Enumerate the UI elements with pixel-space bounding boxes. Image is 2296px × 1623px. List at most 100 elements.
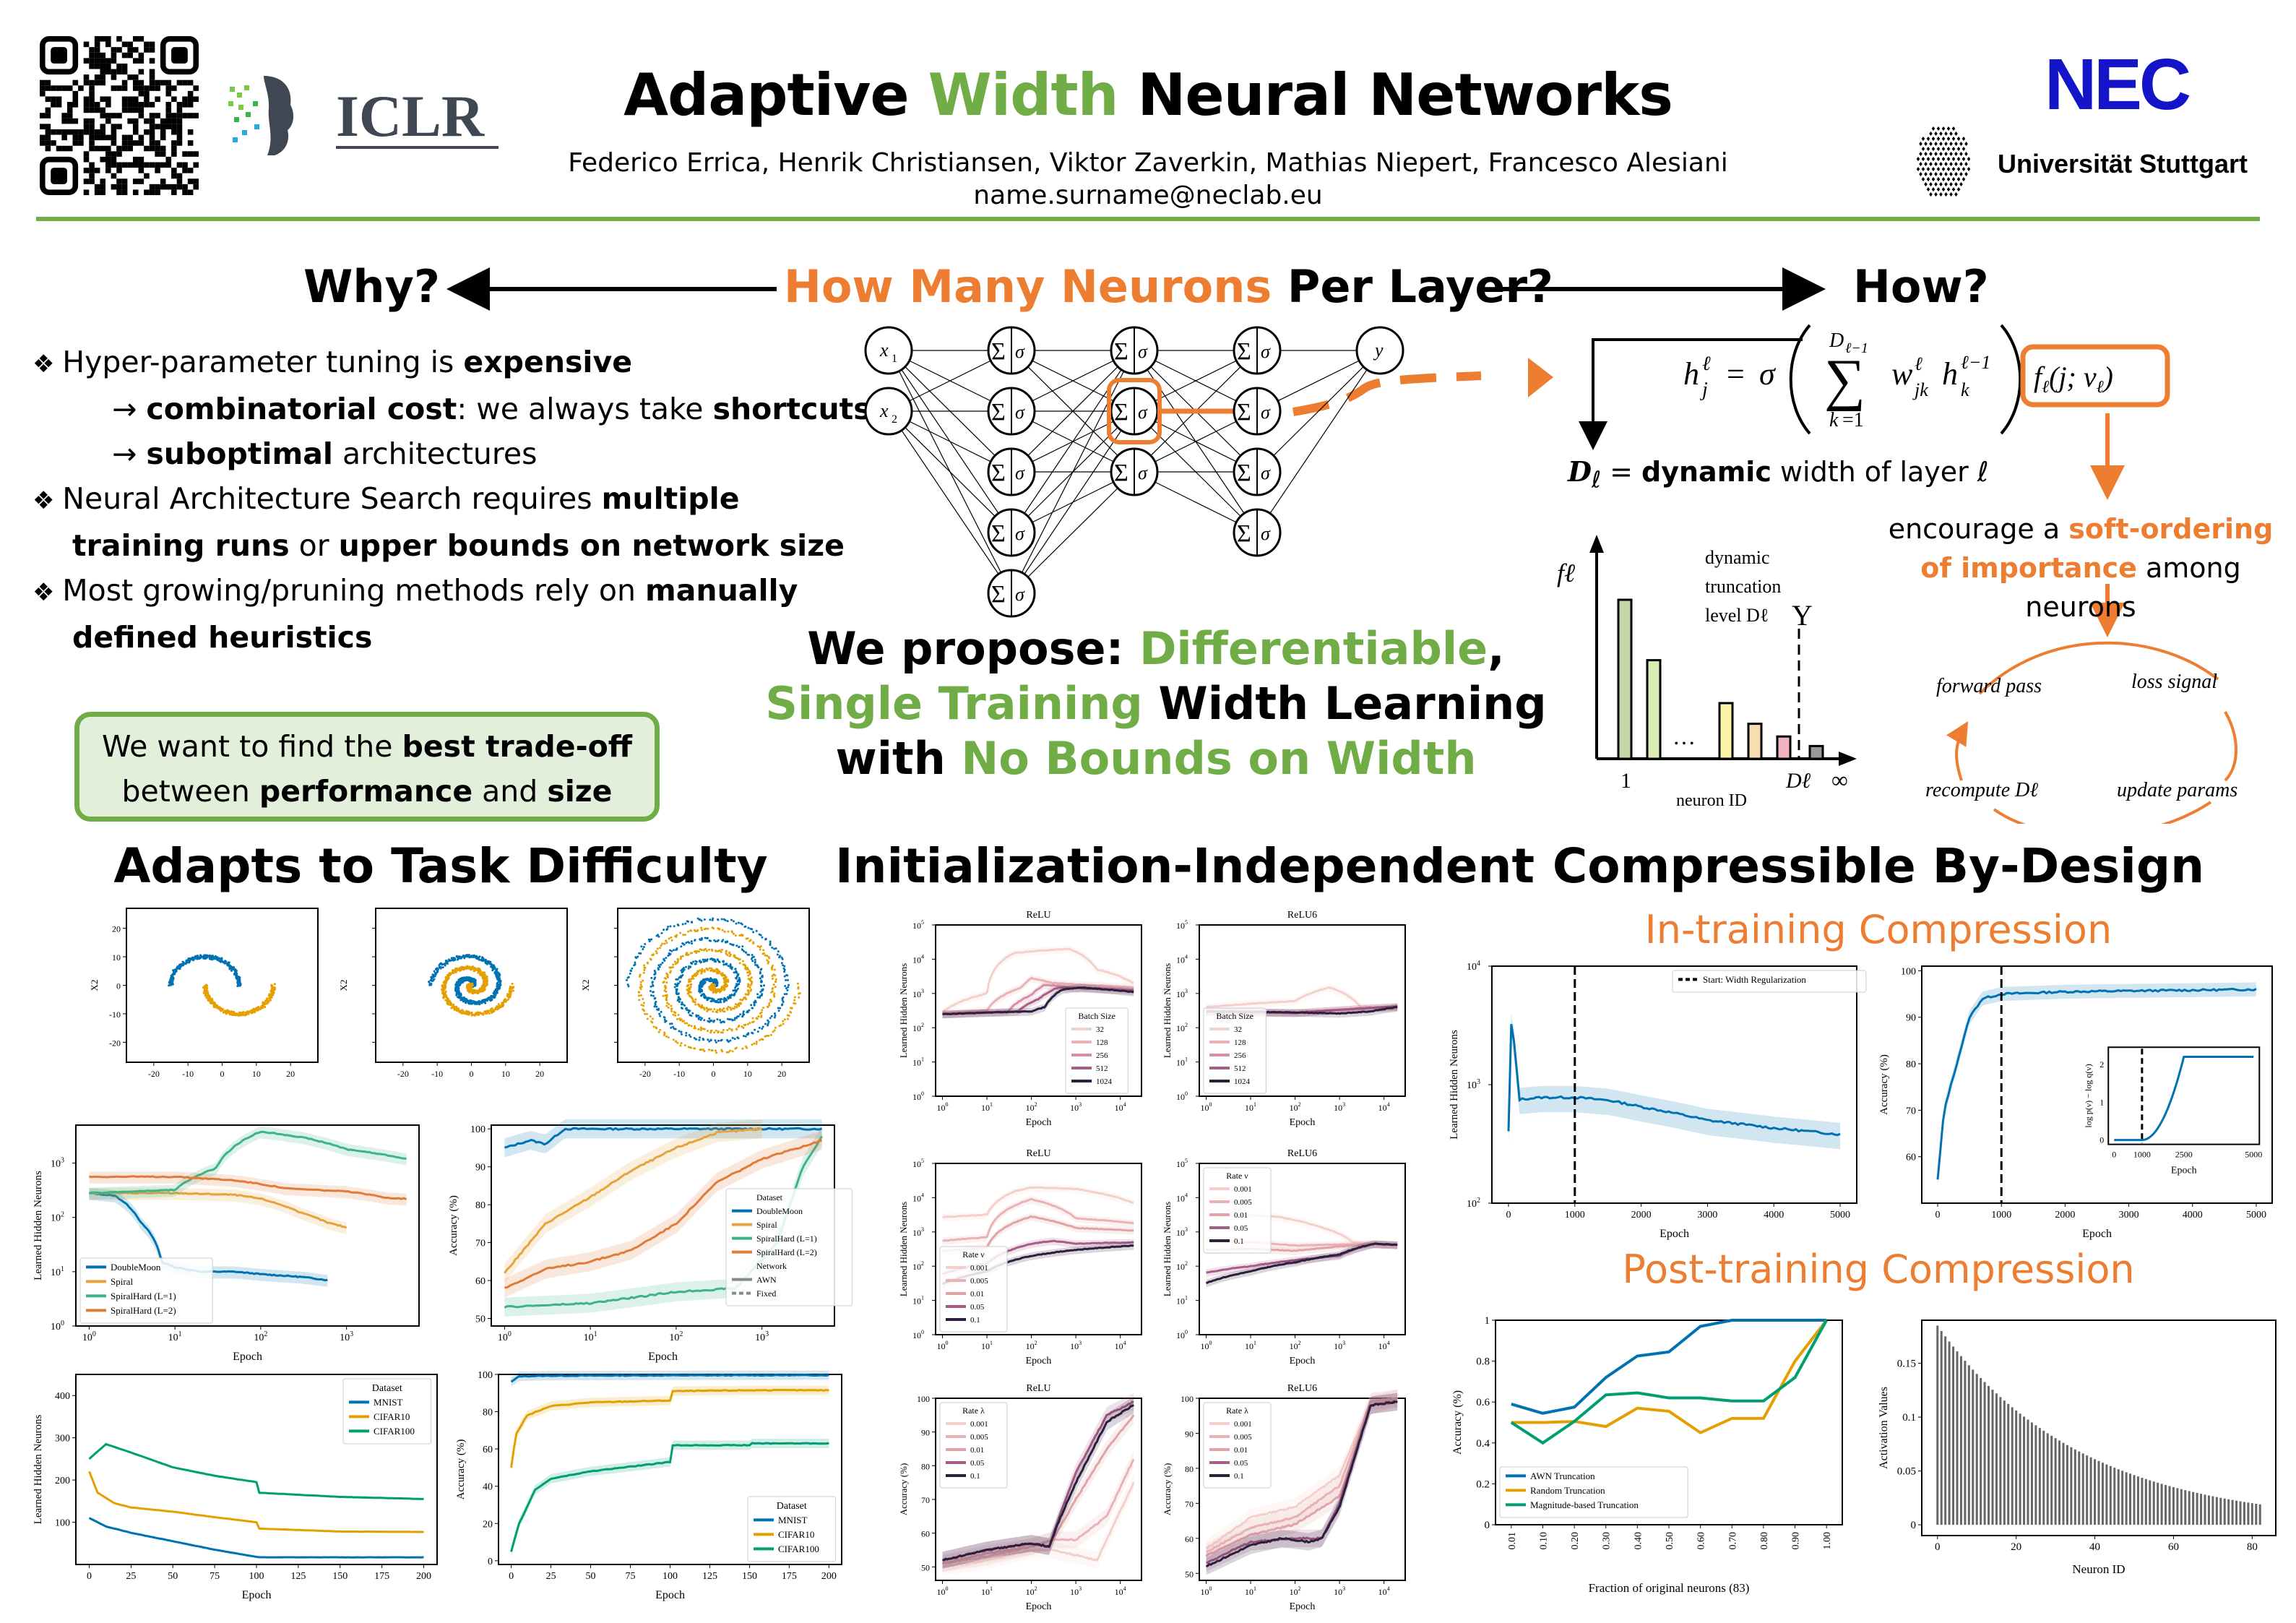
scatter-point: [699, 1028, 702, 1031]
scatter-point: [685, 1034, 688, 1037]
scatter-point: [205, 991, 208, 994]
scatter-point: [638, 952, 641, 955]
scatter-point: [768, 1004, 771, 1007]
scatter-point: [720, 918, 723, 921]
bullet-text: expensive: [463, 345, 633, 379]
y-tick-label: 103: [51, 1157, 64, 1170]
scatter-point: [701, 969, 704, 972]
scatter-point: [676, 993, 678, 996]
scatter-point: [644, 943, 647, 946]
scatter-point: [652, 994, 655, 997]
scatter-point: [720, 997, 723, 1000]
iclr-head-icon: [228, 76, 294, 155]
x-axis-label: Neuron ID: [2072, 1562, 2125, 1576]
scatter-point: [678, 976, 681, 979]
output-node: y: [1355, 326, 1404, 375]
scatter-point: [685, 953, 688, 956]
importance-bar: [1747, 723, 1763, 760]
scatter-point: [729, 1039, 732, 1042]
scatter-point: [662, 994, 665, 997]
scatter-point: [649, 1015, 652, 1018]
scatter-point: [678, 1001, 681, 1004]
activation-bar: [2113, 1468, 2116, 1525]
scatter-point: [693, 929, 696, 931]
bullet-line: → combinatorial cost: we always take sho…: [33, 387, 883, 431]
scatter-point: [653, 1005, 656, 1008]
scatter-point: [477, 971, 480, 974]
scatter-point: [491, 1007, 493, 1010]
scatter-point: [219, 960, 223, 963]
scatter-point: [764, 1023, 767, 1025]
scatter-point: [674, 1012, 677, 1015]
central-question: How Many Neurons Per Layer?: [784, 260, 1553, 313]
activation-bar: [2062, 1442, 2065, 1525]
y-tick-label: 100: [1181, 1394, 1194, 1404]
scatter-point: [441, 986, 444, 989]
scatter-point: [745, 998, 748, 1001]
width-definition: Dℓ = dynamic width of layer ℓ: [1568, 455, 1989, 494]
x-tick-label: 3000: [1697, 1210, 1717, 1221]
scatter-point: [676, 978, 679, 981]
scatter-point: [232, 1013, 235, 1016]
svg-text:D: D: [1829, 330, 1844, 352]
scatter-point: [642, 1004, 645, 1007]
scatter-point: [756, 996, 759, 999]
scatter-point: [751, 982, 754, 985]
y-axis-label: Accuracy (%): [1451, 1390, 1464, 1455]
tick-label: Dℓ: [1785, 769, 1811, 793]
x-tick-label: 104: [1115, 1340, 1126, 1351]
x-tick-label: 101: [1245, 1340, 1256, 1351]
activation-bar: [2121, 1471, 2124, 1525]
series-line-32: [941, 947, 1134, 1013]
scatter-point: [456, 992, 459, 995]
x-tick-label: 101: [584, 1330, 597, 1343]
bullet-text: or: [289, 528, 339, 563]
legend-entry: 0.001: [970, 1420, 988, 1429]
y-axis-label: Accuracy (%): [898, 1463, 909, 1516]
scatter-point: [473, 954, 476, 957]
scatter-point: [478, 968, 480, 971]
activation-bar: [2188, 1491, 2191, 1525]
scatter-point: [498, 1004, 501, 1007]
scatter-point: [748, 1022, 751, 1025]
scatter-point: [701, 1017, 704, 1020]
svg-text:x: x: [879, 400, 889, 421]
svg-text:Σ: Σ: [1237, 460, 1251, 486]
y-tick-label: 103: [1467, 1078, 1480, 1091]
scatter-point: [765, 1035, 768, 1038]
scatter-point: [665, 939, 668, 942]
scatter-point: [777, 1009, 780, 1012]
scatter-point: [733, 971, 735, 974]
scatter-point: [707, 997, 710, 1000]
scatter-point: [780, 1024, 782, 1027]
scatter-point: [717, 1039, 720, 1042]
confidence-band: [942, 983, 1134, 1019]
scatter-point: [699, 1027, 702, 1030]
activation-bar: [2239, 1501, 2242, 1525]
scatter-point: [700, 919, 703, 922]
svg-text:fℓ(j; νℓ): fℓ(j; νℓ): [2034, 361, 2113, 397]
scatter-point: [735, 970, 738, 973]
y-tick-label: 2: [2099, 1059, 2104, 1069]
scatter-point: [494, 994, 497, 996]
scatter-point: [672, 1038, 675, 1041]
series-line-random-truncation: [1511, 1319, 1828, 1434]
bullet-text: manually: [645, 573, 798, 608]
scatter-point: [713, 1008, 716, 1011]
scatter-point: [751, 1017, 754, 1020]
scatter-point: [668, 937, 670, 940]
x-tick-label: 104: [1115, 1585, 1126, 1597]
scatter-point: [441, 963, 444, 966]
scatter-point: [730, 918, 733, 921]
scatter-point: [767, 1034, 770, 1037]
scatter-point: [171, 980, 174, 983]
scatter-point: [683, 1004, 686, 1007]
scatter-point: [763, 952, 766, 955]
scatter-point: [638, 999, 641, 1002]
scatter-point: [502, 1000, 505, 1003]
y-axis-label: Accuracy (%): [1162, 1463, 1173, 1516]
scatter-point: [256, 1009, 259, 1012]
scatter-point: [747, 974, 750, 977]
